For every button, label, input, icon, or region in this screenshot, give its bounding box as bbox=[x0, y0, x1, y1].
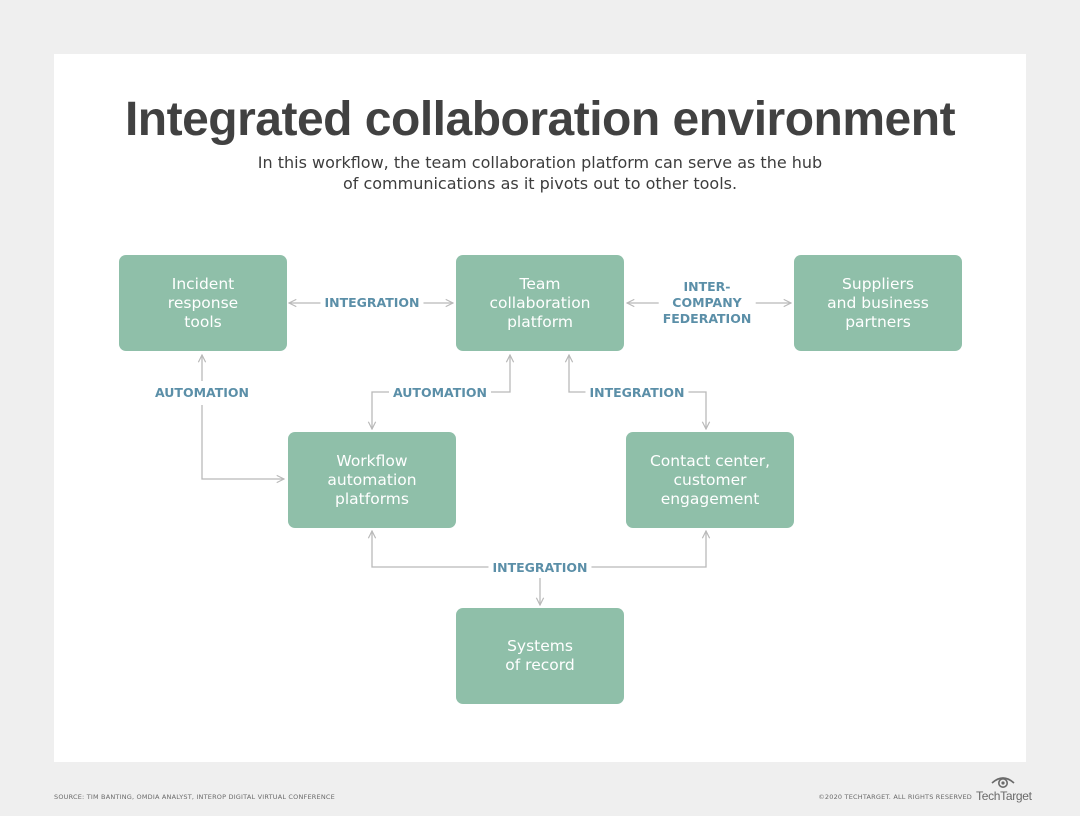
node-label-line: platforms bbox=[335, 489, 409, 508]
node-label-line: automation bbox=[327, 470, 417, 489]
connector-team-contact-left bbox=[569, 355, 588, 393]
page-title: Integrated collaboration environment bbox=[124, 93, 956, 146]
node-label-line: platform bbox=[507, 312, 573, 331]
connector-team-contact-right bbox=[686, 391, 706, 429]
node-label-line: Workflow bbox=[336, 451, 408, 470]
node-label-line: collaboration bbox=[489, 293, 591, 312]
edge-label-line: FEDERATION bbox=[662, 311, 752, 326]
edge-label-team-suppliers: INTER- COMPANY FEDERATION bbox=[658, 279, 756, 327]
connector-incident-workflow-down bbox=[201, 405, 284, 479]
node-label-line: partners bbox=[845, 312, 911, 331]
node-label-line: Incident bbox=[171, 274, 235, 293]
techtarget-logo: TechTarget bbox=[976, 774, 1032, 804]
eye-icon bbox=[991, 777, 1015, 788]
node-contact-center: Contact center, customer engagement bbox=[626, 432, 794, 528]
node-workflow-automation-platforms: Workflow automation platforms bbox=[288, 432, 456, 528]
node-label-line: Systems bbox=[507, 637, 573, 655]
connector-bottom-right bbox=[590, 531, 706, 568]
node-label-line: of record bbox=[505, 656, 575, 674]
edge-label-incident-workflow: AUTOMATION bbox=[150, 385, 254, 401]
connector-team-workflow-left bbox=[372, 391, 391, 429]
connector-bottom-left bbox=[372, 531, 490, 568]
node-team-collaboration-platform: Team collaboration platform bbox=[456, 255, 624, 351]
node-label-line: Suppliers bbox=[842, 274, 914, 293]
copyright-note: ©2020 TECHTARGET. ALL RIGHTS RESERVED bbox=[818, 793, 972, 801]
source-note: SOURCE: TIM BANTING, OMDIA ANALYST, INTE… bbox=[54, 793, 335, 801]
node-label-line: tools bbox=[184, 312, 222, 331]
node-label-line: response bbox=[167, 293, 239, 312]
node-incident-response-tools: Incident response tools bbox=[119, 255, 287, 351]
edge-label-line: COMPANY bbox=[672, 295, 742, 310]
page-subtitle: In this workflow, the team collaboration… bbox=[0, 152, 1080, 194]
edge-label-team-contact: INTEGRATION bbox=[585, 385, 689, 401]
node-systems-of-record: Systems of record bbox=[456, 608, 624, 704]
edge-label-incident-team: INTEGRATION bbox=[320, 295, 424, 311]
edge-label-team-workflow: AUTOMATION bbox=[388, 385, 492, 401]
edge-label-line: INTER- bbox=[683, 279, 731, 294]
edge-label-bottom-integration: INTEGRATION bbox=[488, 560, 592, 576]
node-label-line: Team bbox=[519, 274, 561, 293]
node-suppliers-partners: Suppliers and business partners bbox=[794, 255, 962, 351]
node-label-line: Contact center, bbox=[649, 451, 771, 470]
node-label-line: and business bbox=[827, 293, 929, 312]
subtitle-line-1: In this workflow, the team collaboration… bbox=[257, 153, 823, 172]
logo-wordmark: TechTarget bbox=[976, 789, 1032, 803]
node-label-line: customer bbox=[673, 470, 747, 489]
node-label-line: engagement bbox=[660, 489, 760, 508]
subtitle-line-2: of communications as it pivots out to ot… bbox=[342, 174, 738, 193]
connector-team-workflow-right bbox=[490, 355, 510, 393]
